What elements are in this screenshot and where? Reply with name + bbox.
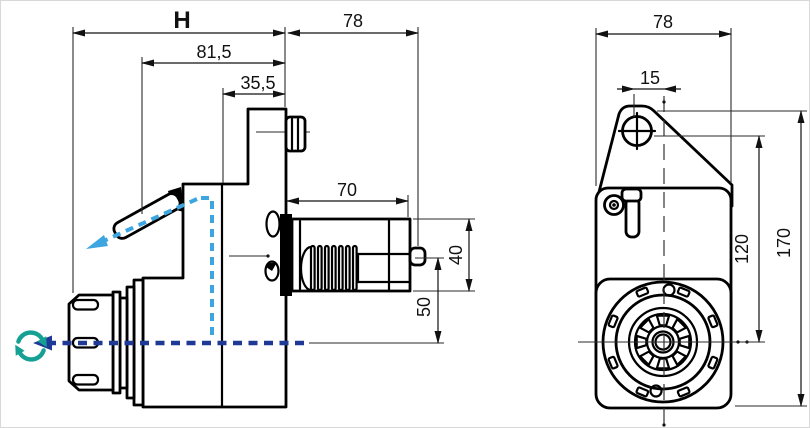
- coolant-flow-arrow-icon: [86, 235, 108, 249]
- pipe-tube: [112, 192, 182, 240]
- centerline-dot: [662, 423, 666, 427]
- dim-label-170: 170: [774, 228, 794, 258]
- dim-label-front-78: 78: [653, 12, 673, 32]
- coolant-flow-path: [86, 196, 214, 335]
- clamp-bolt: [256, 115, 310, 153]
- dim-label-35-5: 35,5: [240, 73, 275, 93]
- screw-slot: [266, 262, 276, 271]
- dim-label-70: 70: [337, 180, 357, 200]
- rotation-arrowhead: [37, 336, 47, 348]
- leader-dot: [266, 254, 270, 258]
- coolant-internal-path: [199, 196, 214, 335]
- tool-housing-outline: [141, 107, 288, 409]
- coolant-spray-path: [98, 197, 198, 245]
- lock-hole-bottom: [649, 384, 663, 398]
- front-coolant-pipe: [603, 187, 643, 239]
- front-view-dimensions: 78 15 120 170: [595, 12, 807, 407]
- ext-dot: [662, 100, 666, 104]
- rotation-direction-icon: [15, 330, 47, 362]
- shank-flange-black: [280, 214, 292, 296]
- nut-slot: [71, 373, 100, 386]
- dim-label-40: 40: [446, 245, 466, 265]
- rotation-arrowhead: [15, 344, 25, 356]
- dim-label-81-5: 81,5: [196, 42, 231, 62]
- front-centerlines: [578, 96, 749, 427]
- dim-label-78: 78: [343, 11, 363, 31]
- screw-front-inner: [608, 199, 620, 211]
- pipe-front: [624, 196, 641, 239]
- collet-nut: [67, 293, 115, 392]
- vdi-shank: [280, 214, 427, 296]
- dim-label-50: 50: [414, 297, 434, 317]
- ext-dot: [736, 340, 740, 344]
- bolt-head: [284, 115, 307, 153]
- dim-label-15: 15: [640, 68, 660, 88]
- nut-notches: [607, 286, 719, 398]
- set-screws: [229, 210, 281, 282]
- front-view: 78 15 120 170: [578, 12, 807, 427]
- screw-hole-lower: [264, 260, 280, 282]
- rotation-arc-top: [16, 330, 45, 344]
- dim-label-H: H: [173, 7, 190, 34]
- thread-dome: [299, 245, 313, 292]
- coolant-pipe: [112, 187, 184, 240]
- dim-label-120: 120: [732, 234, 752, 264]
- nut-slot: [71, 298, 100, 311]
- side-view: H 78 81,5 35,5 70 40 50: [15, 7, 475, 409]
- screw-front-dot: [612, 203, 616, 207]
- mounting-hole: [617, 111, 657, 151]
- pipe-cap-front: [620, 187, 643, 203]
- thread-ridges: [309, 244, 358, 292]
- side-view-dimensions: H 78 81,5 35,5 70 40 50: [72, 7, 475, 344]
- screw-hole-upper: [265, 210, 281, 238]
- rotation-arc-bottom: [17, 348, 46, 362]
- drive-pin: [408, 246, 427, 267]
